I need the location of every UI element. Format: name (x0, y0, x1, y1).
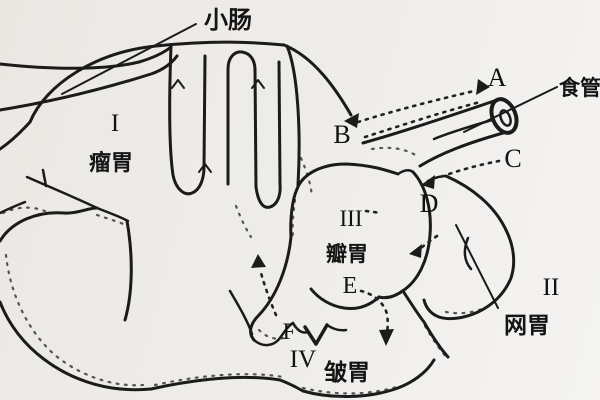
intestine-hairpin-1 (168, 44, 207, 196)
arrow-into-omasum (409, 234, 439, 258)
esophagus-opening-outer (489, 97, 519, 135)
lobe-separator (123, 219, 133, 322)
label-reticulum: 网胃 (504, 312, 550, 338)
omasum-outline (249, 162, 432, 347)
label-point-f: F (283, 319, 296, 344)
intestine-outer-descent (285, 44, 301, 187)
ventral-edge-middle (149, 375, 282, 391)
abomasum-outline (278, 289, 450, 398)
arrow-f-dots (259, 271, 278, 317)
label-numeral-reticulum: II (543, 274, 560, 301)
esophagus-opening-inner (499, 109, 512, 127)
omasum-pouch (252, 321, 295, 347)
arrow-e-dots (359, 289, 390, 334)
arrow-into-omasum-head (409, 244, 422, 258)
arrow-a-dots-upper (356, 89, 476, 124)
stipple-band (95, 213, 130, 228)
abomasum-right-side (401, 289, 450, 359)
label-point-d: D (420, 189, 439, 218)
intestine-tick (171, 79, 185, 89)
intestine-hairpin-2 (226, 50, 258, 189)
stipple-band (234, 204, 253, 239)
rumen-crease (25, 168, 99, 210)
arrow-f (251, 254, 278, 317)
labels: 小肠 食管 A B C D E F I 瘤胃 III 瓣胃 II 网胃 IV 皱… (89, 7, 600, 385)
esophagus-top-edge (361, 98, 499, 145)
label-point-b: B (333, 120, 350, 149)
arrow-a (356, 79, 490, 139)
label-point-e: E (343, 273, 358, 299)
stipple-band (4, 253, 145, 387)
omasum-label-dots (364, 209, 383, 215)
esophagus-tube (361, 97, 519, 168)
stipple-band (1, 206, 49, 215)
arrow-a-dots-lower (363, 100, 482, 139)
reticulum-crease (463, 236, 473, 271)
arrow-into-omasum-dots (419, 234, 439, 250)
stipple-band (153, 373, 285, 387)
flow-arrows (251, 79, 501, 346)
label-numeral-abomasum: IV (290, 346, 316, 373)
label-point-c: C (504, 144, 521, 173)
omasum-right (377, 170, 432, 300)
abomasum-entry-line (325, 323, 348, 332)
arrow-a-head (476, 79, 490, 95)
reticulum-body (422, 174, 516, 321)
label-abomasum: 皱胃 (323, 359, 370, 385)
abomasum-bottom (278, 358, 436, 398)
rumen-right-shoulder (282, 43, 353, 117)
arrow-f-head (251, 254, 266, 268)
arrow-e-head (379, 329, 394, 346)
stipple-band (370, 146, 419, 158)
lobe-separator-small (228, 289, 254, 336)
arrow-c-dots (436, 159, 501, 180)
rumen-outline (0, 40, 353, 392)
arrow-b-head (344, 113, 359, 128)
corner-curve (0, 200, 27, 215)
stipple-band (301, 384, 402, 395)
arrow-c-d (421, 159, 501, 189)
omasum-left (289, 187, 299, 239)
arrow-d-head (421, 175, 435, 189)
label-omasum: 瓣胃 (326, 242, 368, 266)
reticulum-leader (455, 224, 499, 309)
abomasum-entry-chevron (303, 323, 329, 346)
label-small-intestine: 小肠 (204, 7, 252, 34)
intestine-tick (251, 79, 265, 89)
omasum-top (295, 162, 400, 191)
intestine-upper-edge (0, 45, 173, 70)
rumen-crease-extension (95, 206, 130, 223)
stipple-band (257, 328, 291, 340)
arrow-b (344, 113, 359, 128)
label-point-a: A (488, 63, 507, 92)
small-intestine-loops (0, 44, 301, 209)
label-numeral-omasum: III (340, 206, 363, 231)
stipple-shading (1, 146, 493, 395)
ventral-edge-left (0, 300, 153, 392)
leader-lines (61, 23, 558, 309)
esophagus-bottom-edge (418, 131, 505, 168)
label-rumen: 瘤胃 (89, 150, 133, 175)
omasum-bottom (309, 287, 381, 310)
ventral-lobe-top (0, 206, 99, 243)
small-intestine-leader (61, 23, 197, 95)
intestine-tick (198, 163, 212, 173)
arrow-e (359, 289, 394, 346)
rumen-left-edge (0, 120, 32, 151)
label-esophagus: 食管 (559, 76, 600, 100)
intestine-hairpin-3 (254, 60, 282, 209)
omasum-left-descender (249, 235, 293, 342)
omasum-notch (396, 169, 415, 176)
esophagus-leader (463, 86, 558, 133)
label-numeral-rumen: I (111, 110, 119, 137)
